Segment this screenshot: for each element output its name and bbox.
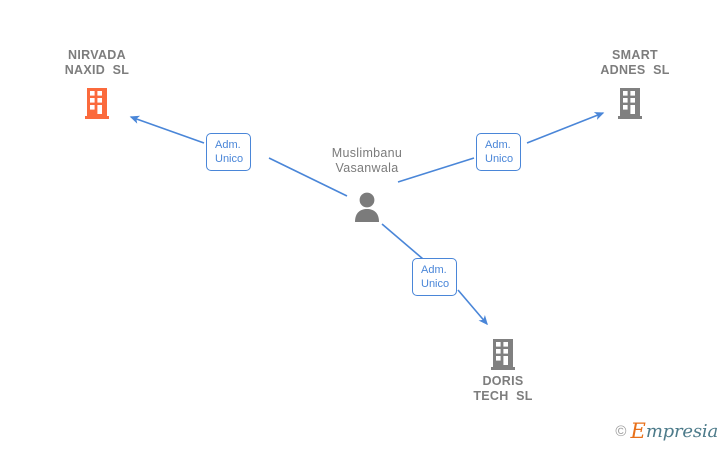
edge-label-person-doris-tech[interactable]: Adm. Unico	[412, 258, 458, 296]
brand-name: mpresia	[645, 421, 718, 442]
edge-label-line2: Unico	[215, 153, 244, 165]
brand-initial: E	[630, 419, 646, 443]
edge-label-line1: Adm.	[215, 139, 241, 151]
person-icon[interactable]	[355, 192, 379, 222]
edge-person-nirvada	[129, 115, 348, 197]
edge-person-doris-tech	[381, 223, 488, 326]
edge-label-person-nirvada[interactable]: Adm. Unico	[206, 133, 252, 171]
edge-label-person-smart-adnes[interactable]: Adm. Unico	[476, 133, 522, 171]
node-label-line1: NIRVADA	[68, 48, 126, 62]
edge-label-line2: Unico	[485, 153, 514, 165]
node-label-line1: DORIS	[482, 374, 524, 388]
edge-person-smart-adnes	[397, 112, 605, 183]
building-icon[interactable]	[491, 339, 515, 370]
node-label-line2: TECH SL	[473, 389, 533, 403]
node-label-line2: Vasanwala	[335, 161, 399, 175]
edge-label-line1: Adm.	[421, 264, 447, 276]
copyright-icon: ©	[615, 423, 627, 440]
node-label-line1: SMART	[612, 48, 658, 62]
node-label-line1: Muslimbanu	[331, 146, 403, 160]
node-label-line2: NAXID SL	[64, 63, 130, 77]
node-label-line2: ADNES SL	[600, 63, 670, 77]
building-icon[interactable]	[618, 88, 642, 119]
building-icon[interactable]	[85, 88, 109, 119]
edge-label-line1: Adm.	[485, 139, 511, 151]
edge-label-line2: Unico	[421, 278, 450, 290]
